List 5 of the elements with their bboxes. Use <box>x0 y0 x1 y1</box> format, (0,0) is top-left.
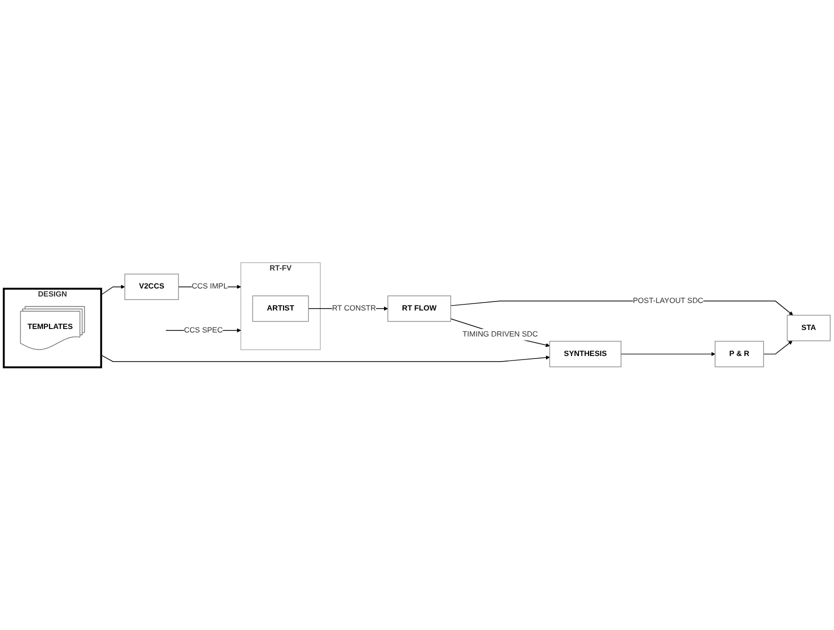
arrow <box>763 340 793 354</box>
arrow <box>100 284 125 296</box>
arrow <box>620 352 716 356</box>
arrow <box>450 318 550 348</box>
arrow <box>100 354 550 362</box>
